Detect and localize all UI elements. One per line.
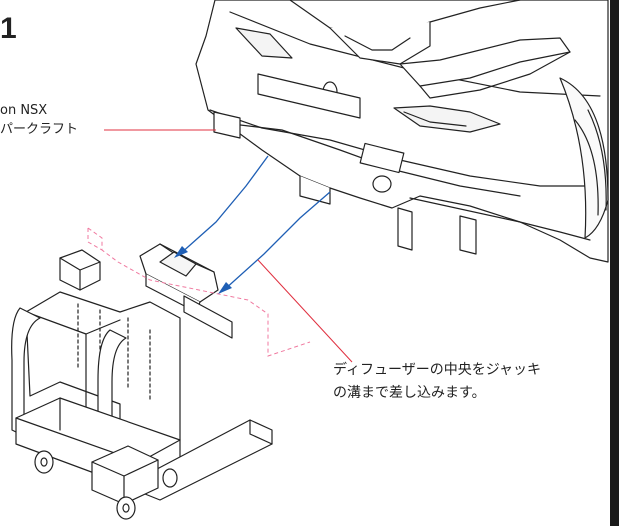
alignment-guide: [87, 227, 311, 357]
product-type-line: パークラフト: [0, 122, 79, 137]
jack-stand: [11, 243, 273, 520]
instruction-line-2: の溝まで差し込みます。: [333, 385, 486, 401]
leader-lines: [104, 129, 353, 363]
instruction-line-1: ディフューザーの中央をジャッキ: [333, 362, 542, 378]
insertion-arrows: [179, 155, 331, 291]
step-number: 1: [0, 12, 17, 45]
arrow-heads: [174, 246, 232, 294]
product-name-line: on NSX: [0, 103, 48, 118]
page-border: [610, 0, 619, 526]
car-body: [195, 0, 609, 263]
